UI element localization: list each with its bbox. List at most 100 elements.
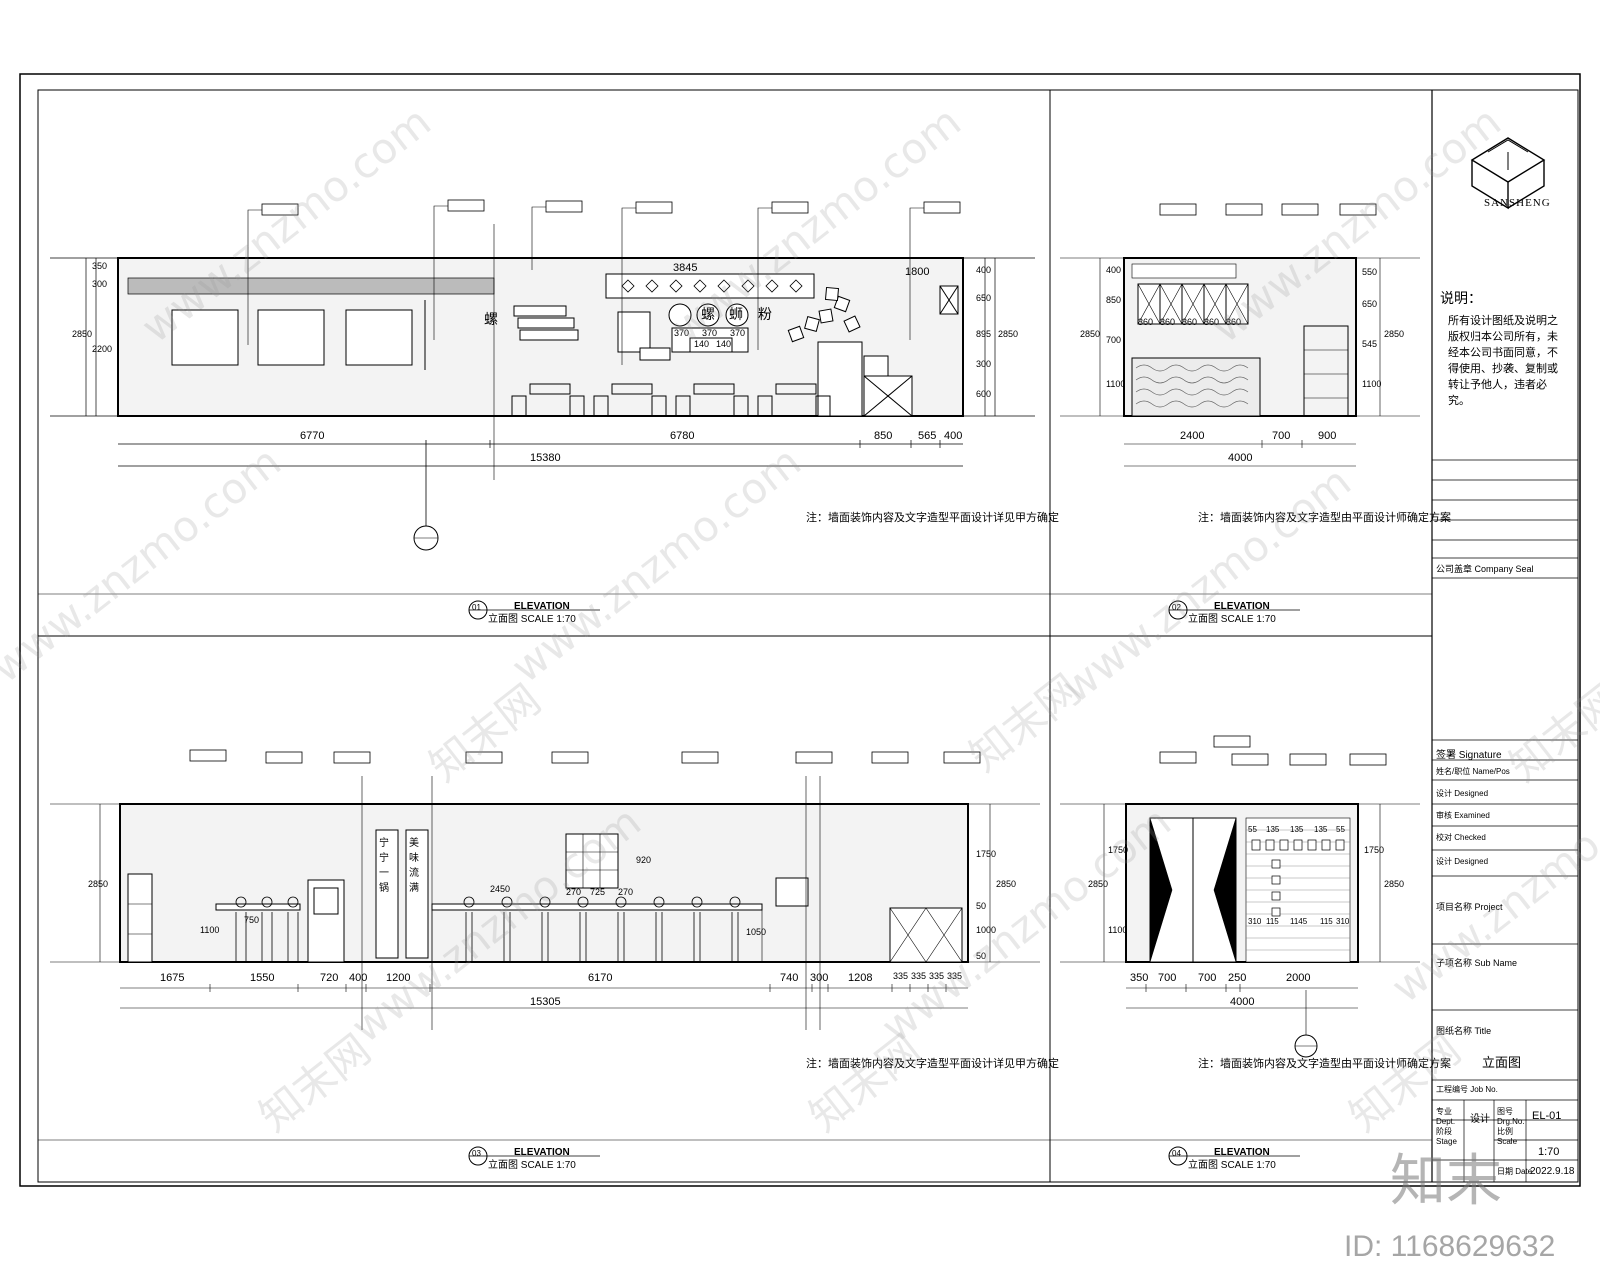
dim-140a: 140 — [694, 339, 710, 349]
dim-total-15380: 15380 — [530, 452, 561, 464]
dim-right-600: 600 — [976, 389, 992, 399]
marker-02: 02 — [1172, 603, 1181, 612]
e3-dim-920: 920 — [636, 855, 652, 865]
dim-565: 565 — [918, 430, 937, 442]
e3-dim-335b: 335 — [911, 971, 927, 981]
vertical-sign-1: 宁宁一锅 — [379, 838, 389, 894]
marker-04: 04 — [1172, 1149, 1181, 1158]
dim-1800: 1800 — [905, 266, 930, 278]
dept-label: 专业 Dept. — [1436, 1107, 1456, 1126]
e2-left-850: 850 — [1106, 295, 1122, 305]
e4-dim-310b: 310 — [1336, 917, 1350, 926]
e3-right-2850: 2850 — [996, 879, 1017, 889]
e3-dim-400: 400 — [349, 972, 368, 984]
e4-dim-310a: 310 — [1248, 917, 1262, 926]
e2-dim-900: 900 — [1318, 430, 1337, 442]
notes-body: 所有设计图纸及说明之版权归本公司所有，未经本公司书面同意，不得使用、抄袭、复制或… — [1448, 315, 1558, 407]
e3-dim-2450: 2450 — [490, 884, 511, 894]
e2-dim-360e: 360 — [1226, 317, 1242, 327]
e3-left-1100: 1100 — [200, 925, 220, 935]
e3-dim-1050: 1050 — [746, 927, 767, 937]
e3-right-1000: 1000 — [976, 925, 997, 935]
sign-char-fen: 粉 — [758, 306, 772, 322]
drawing-number: EL-01 — [1532, 1110, 1562, 1122]
e3-dim-1675: 1675 — [160, 972, 185, 984]
dim-right-895: 895 — [976, 329, 992, 339]
dim-6780: 6780 — [670, 430, 695, 442]
e2-right-650: 650 — [1362, 299, 1378, 309]
subcaption-03: 立面图 SCALE 1:70 — [488, 1160, 576, 1171]
e3-dim-1200: 1200 — [386, 972, 411, 984]
subcaption-02: 立面图 SCALE 1:70 — [1188, 614, 1276, 625]
date-label: 日期 Date — [1497, 1167, 1533, 1176]
scale-label: 比例 Scale — [1497, 1127, 1518, 1146]
filed-label: 设计 Designed — [1436, 857, 1489, 866]
e2-dim-700: 700 — [1272, 430, 1291, 442]
vertical-sign-2: 美味流满 — [409, 838, 419, 894]
dim-140b: 140 — [716, 339, 732, 349]
e3-dim-300: 300 — [810, 972, 829, 984]
dim-right-2850: 2850 — [998, 329, 1019, 339]
job-no-label: 工程编号 Job No. — [1436, 1085, 1498, 1094]
name-pos-label: 姓名/职位 Name/Pos — [1436, 767, 1510, 776]
e3-dim-750: 750 — [244, 915, 260, 925]
dim-370c: 370 — [730, 328, 746, 338]
e2-left-1100: 1100 — [1106, 379, 1126, 389]
sign-char-1: 螺 — [484, 311, 498, 327]
sign-char-si: 蛳 — [729, 306, 743, 322]
brand-logo-mark: 知末 — [1390, 1149, 1502, 1214]
company-seal-label: 公司盖章 Company Seal — [1436, 564, 1534, 574]
e3-dim-335c: 335 — [929, 971, 945, 981]
sub-name-label: 子项名称 Sub Name — [1436, 958, 1518, 968]
e2-right-550: 550 — [1362, 267, 1378, 277]
stage-label: 阶段 Stage — [1436, 1127, 1457, 1146]
e2-left-400: 400 — [1106, 265, 1122, 275]
e2-right-1100: 1100 — [1362, 379, 1382, 389]
e4-dim-1145: 1145 — [1290, 917, 1308, 926]
e3-dim-270a: 270 — [566, 887, 582, 897]
e2-dim-360d: 360 — [1204, 317, 1220, 327]
e3-right-50b: 50 — [976, 951, 987, 961]
e4-dim-700b: 700 — [1198, 972, 1217, 984]
designed-label: 设计 Designed — [1436, 789, 1489, 798]
e4-dim-total: 4000 — [1230, 996, 1255, 1008]
marker-01: 01 — [472, 603, 481, 612]
e3-right-50a: 50 — [976, 901, 987, 911]
dim-right-300: 300 — [976, 359, 992, 369]
scale-value: 1:70 — [1538, 1146, 1560, 1158]
e4-dim-115b: 115 — [1320, 917, 1333, 926]
e4-dim-135c: 135 — [1314, 825, 1328, 834]
e2-left-2850: 2850 — [1080, 329, 1101, 339]
e3-dim-335a: 335 — [893, 971, 909, 981]
dim-left-350: 350 — [92, 261, 108, 271]
dim-850: 850 — [874, 430, 893, 442]
dim-left-2200: 2200 — [92, 344, 113, 354]
dim-370b: 370 — [702, 328, 718, 338]
e4-left-1750: 1750 — [1108, 845, 1129, 855]
e3-right-1750: 1750 — [976, 849, 997, 859]
e4-dim-135b: 135 — [1290, 825, 1304, 834]
e2-right-2850: 2850 — [1384, 329, 1405, 339]
sign-char-luo: 螺 — [701, 306, 715, 322]
examined-label: 审核 Examined — [1436, 811, 1490, 820]
e3-dim-725: 725 — [590, 887, 606, 897]
elevation-03 — [50, 749, 1040, 1166]
note-02: 注：墙面装饰内容及文字造型由平面设计师确定方案 — [1198, 512, 1451, 524]
image-id-label: ID: 1168629632 — [1344, 1230, 1556, 1263]
e4-left-2850: 2850 — [1088, 879, 1109, 889]
project-label: 项目名称 Project — [1436, 902, 1503, 912]
caption-03: ELEVATION — [514, 1147, 570, 1158]
caption-04: ELEVATION — [1214, 1147, 1270, 1158]
dim-right-400: 400 — [976, 265, 992, 275]
title-block — [1432, 137, 1578, 1182]
elevation-02 — [1060, 203, 1420, 620]
e3-left-2850: 2850 — [88, 879, 109, 889]
note-01: 注：墙面装饰内容及文字造型平面设计详见甲方确定 — [806, 512, 1059, 524]
e3-dim-720: 720 — [320, 972, 339, 984]
e4-right-1750: 1750 — [1364, 845, 1385, 855]
e2-left-700: 700 — [1106, 335, 1122, 345]
e2-dim-360a: 360 — [1138, 317, 1154, 327]
e3-dim-total: 15305 — [530, 996, 561, 1008]
caption-01: ELEVATION — [514, 601, 570, 612]
